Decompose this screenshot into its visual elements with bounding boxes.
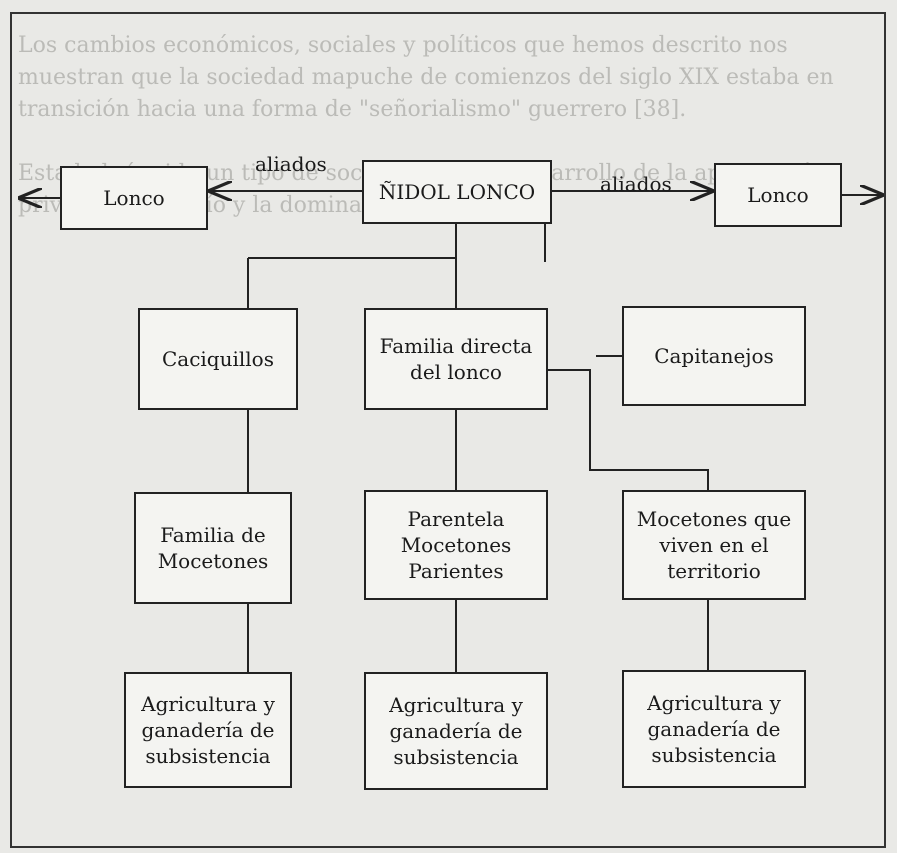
node-caciquillos: Caciquillos: [138, 308, 298, 410]
edge-label-aliados-left: aliados: [255, 152, 327, 176]
node-lonco-left: Lonco: [60, 166, 208, 230]
node-familia-directa: Familia directa del lonco: [364, 308, 548, 410]
node-familia-mocetones: Familia de Mocetones: [134, 492, 292, 604]
node-nidol-lonco: ÑIDOL LONCO: [362, 160, 552, 224]
diagram-frame: [10, 12, 886, 848]
node-agricultura-3: Agricultura y ganadería de subsistencia: [622, 670, 806, 788]
node-lonco-right: Lonco: [714, 163, 842, 227]
node-agricultura-1: Agricultura y ganadería de subsistencia: [124, 672, 292, 788]
node-parentela: Parentela Mocetones Parientes: [364, 490, 548, 600]
edge-familia-mocetones: [548, 369, 709, 490]
edge-label-aliados-right: aliados: [600, 172, 672, 196]
node-mocetones-territorio: Mocetones que viven en el territorio: [622, 490, 806, 600]
node-agricultura-2: Agricultura y ganadería de subsistencia: [364, 672, 548, 790]
node-capitanejos: Capitanejos: [622, 306, 806, 406]
